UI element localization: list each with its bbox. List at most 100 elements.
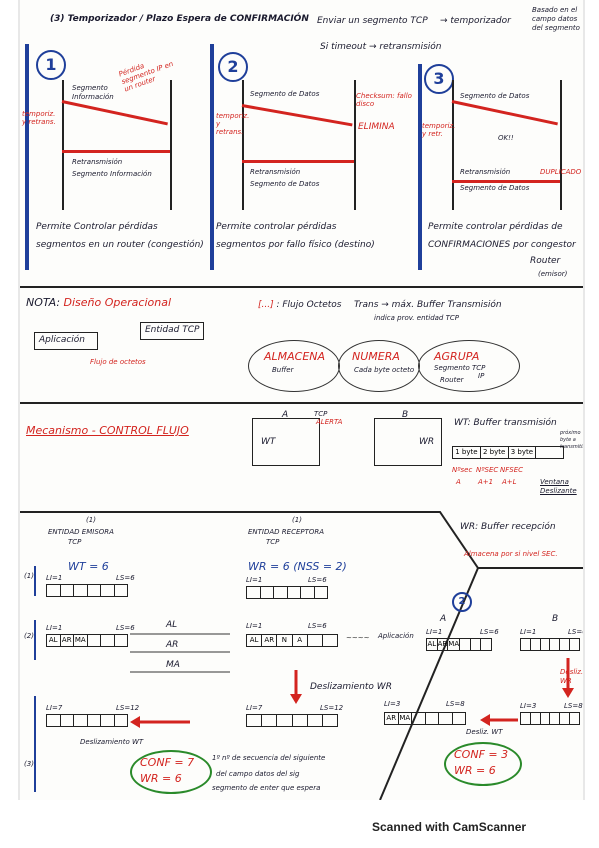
arrow-ar-label: AR (166, 640, 179, 650)
scenario-2-checksum: Checksum: fallo disco (356, 92, 412, 108)
case2-a2-ls: LS=8 (446, 700, 465, 708)
arrow-al-label: AL (166, 620, 178, 630)
flow-window: Ventana Deslizante (540, 478, 577, 495)
flow-a-3: A+L (502, 478, 517, 486)
nota-application-box: Aplicación (34, 332, 98, 350)
scenario-2-number: 2 (218, 52, 248, 82)
scenario-2-caption-2: segmentos por fallo físico (destino) (216, 240, 375, 250)
scanned-page: (3) Temporizador / Plazo Espera de CONFI… (18, 0, 585, 800)
scenario-2-segment-label: Segmento de Datos (250, 90, 320, 98)
header-send: Enviar un segmento TCP (317, 16, 428, 26)
scenario-1-segment-label: Segmento Información (72, 84, 114, 101)
receiver-num: (1) (292, 516, 302, 524)
flow-byte-2: 2 byte (481, 447, 509, 458)
nota-number-sub: Cada byte octeto (354, 366, 415, 374)
scenario-3-segment-label: Segmento de Datos (460, 92, 530, 100)
case2-wr: WR = 6 (454, 764, 496, 777)
emitter-conf: CONF = 7 (140, 756, 195, 769)
scenario-1-caption-2: segmentos en un router (congestión) (36, 240, 204, 250)
emitter-step3-buffer (46, 714, 128, 727)
step-2-number: (2) (24, 632, 34, 640)
nota-legend: [...] : Flujo Octetos (258, 300, 342, 310)
scenario-1-number: 1 (36, 50, 66, 80)
flow-next-byte: próximo byte a transmitir (560, 430, 585, 450)
receiver-step1-buffer (246, 586, 328, 599)
scenario-2-time-line-right (354, 80, 356, 210)
step-3-bracket (34, 696, 36, 792)
case2-a-li: LI=1 (426, 628, 443, 636)
scenario-1-time-line-left (62, 80, 64, 210)
nota-number: NUMERA (352, 350, 400, 363)
nota-application-label: Aplicación (39, 335, 85, 345)
scenario-1-retransmit-segment: Segmento Información (72, 170, 152, 178)
emitter-step3-ls: LS=12 (116, 704, 140, 712)
nota-group-sub: Segmento TCP (434, 364, 486, 372)
emitter-wt: WT = 6 (68, 560, 109, 573)
separator-2 (20, 402, 583, 404)
scenario-2-retransmit-arrow (242, 160, 354, 163)
receiver-step2-li: LI=1 (246, 622, 263, 630)
scenario-2-eliminate: ELIMINA (358, 122, 395, 132)
header-timer: → temporizador (440, 16, 511, 26)
case2-conf-ellipse (444, 742, 522, 786)
flow-byte-3: 3 byte (509, 447, 537, 458)
flow-wt-label: WT (261, 437, 276, 447)
nota-group-ip: IP (478, 372, 485, 380)
blue-margin-bar-2 (210, 44, 214, 270)
flow-wr-note: Almacena por si nivel SEC. (464, 550, 558, 558)
flow-title: Mecanismo - CONTROL FLUJO (26, 424, 189, 437)
scenario-3-caption-3: Router (530, 256, 561, 266)
case2-b2-ls: LS=8 (564, 702, 583, 710)
receiver-step3-ls: LS=12 (320, 704, 344, 712)
case2-b-ls: LS=6 (568, 628, 585, 636)
receiver-slide: Deslizamiento WR (310, 682, 392, 692)
nota-store-sub: Buffer (272, 366, 294, 374)
scenario-1-time-line-right (170, 80, 172, 210)
scenario-3-caption-1: Permite controlar pérdidas de (428, 222, 563, 232)
emitter-step3-li: LI=7 (46, 704, 63, 712)
case2-a2-li: LI=3 (384, 700, 401, 708)
emitter-head-2: TCP (68, 538, 82, 546)
scenario-3-duplicate: DUPLICADO (540, 168, 582, 176)
case2-slide-wt: Desliz. WT (466, 728, 503, 736)
flow-wt-definition: WT: Buffer transmisión (454, 418, 557, 428)
scenario-1-retransmit-arrow (62, 150, 170, 153)
step-2-bracket (34, 620, 36, 660)
flow-tcp-label: TCP (314, 410, 328, 418)
flow-host-b-box: WR (374, 418, 442, 466)
nota-group-ellipse (418, 340, 520, 392)
emitter-conf-ellipse (130, 750, 212, 794)
receiver-app: Aplicación (378, 632, 414, 640)
emitter-wr: WR = 6 (140, 772, 182, 785)
case2-b2-buffer (520, 712, 580, 725)
nota-group-router: Router (440, 376, 464, 384)
scenario-3-temporize: temporiz. y retr. (422, 122, 456, 138)
header-timeout: Si timeout → retransmisión (320, 42, 442, 52)
receiver-step1-ls: LS=6 (308, 576, 327, 584)
scenario-3-retransmit-label: Retransmisión (460, 168, 511, 176)
receiver-step1-li: LI=1 (246, 576, 263, 584)
emitter-note-2: del campo datos del sig (216, 770, 300, 778)
scenario-1-temporize: temporiz. y retrans. (22, 110, 56, 126)
case2-conf: CONF = 3 (454, 748, 509, 761)
flow-nsec-3: NFSEC (500, 466, 524, 474)
header-timer-note: Basado en el campo datos del segmento (532, 6, 580, 32)
step-1-bracket (34, 566, 36, 596)
flow-byte-1: 1 byte (453, 447, 481, 458)
scenario-3-number: 3 (424, 64, 454, 94)
nota-store: ALMACENA (264, 350, 326, 363)
flow-wr-definition: WR: Buffer recepción (460, 522, 556, 532)
emitter-note-1: 1º nº de secuencia del siguiente (212, 754, 326, 762)
scenario-3-retransmit-segment: Segmento de Datos (460, 184, 530, 192)
case2-slide-wr: Desliz. WR (560, 668, 584, 685)
flow-a-1: A (456, 478, 461, 486)
nota-transmit: Trans → máx. Buffer Transmisión (354, 300, 502, 310)
arrow-ma-label: MA (166, 660, 180, 670)
flow-b-label: B (402, 410, 409, 420)
emitter-step1-ls: LS=6 (116, 574, 135, 582)
scenario-1-caption-1: Permite Controlar pérdidas (36, 222, 158, 232)
emitter-step1-li: LI=1 (46, 574, 63, 582)
